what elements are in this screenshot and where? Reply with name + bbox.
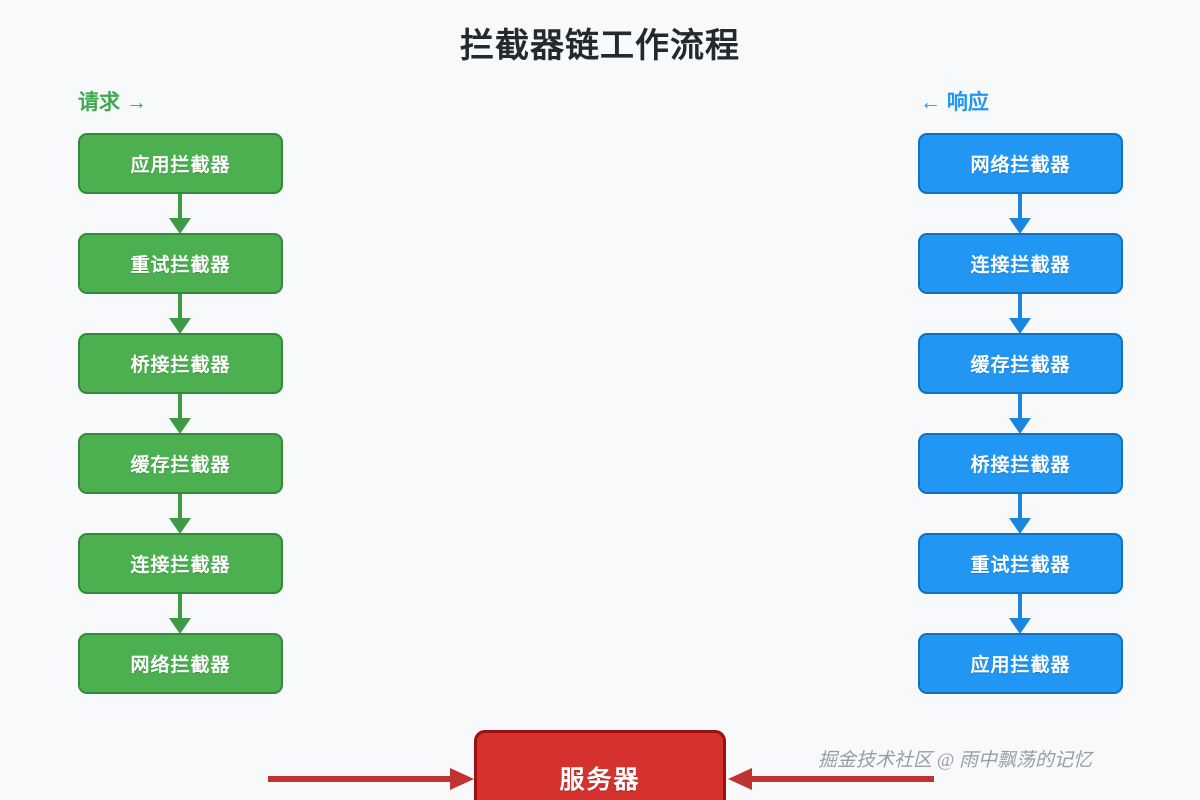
- arrow-head-down-icon: [1009, 518, 1031, 534]
- node-label: 应用拦截器: [130, 155, 231, 176]
- node-request-retry-interceptor[interactable]: 重试拦截器: [78, 233, 283, 294]
- node-request-cache-interceptor[interactable]: 缓存拦截器: [78, 433, 283, 494]
- arrow-request-to-server: [268, 768, 476, 790]
- arrow-stem: [1018, 494, 1022, 520]
- arrow-head-down-icon: [169, 318, 191, 334]
- arrow-down-response-0: [1007, 194, 1033, 234]
- arrow-head-right-icon: [450, 768, 474, 790]
- arrow-stem: [178, 194, 182, 220]
- response-direction-label: ← 响应: [920, 91, 989, 114]
- node-response-application-interceptor[interactable]: 应用拦截器: [918, 633, 1123, 694]
- arrow-down-request-1: [167, 294, 193, 334]
- node-label: 连接拦截器: [970, 255, 1071, 276]
- arrow-server-to-response: [726, 768, 934, 790]
- arrow-stem: [748, 776, 934, 782]
- node-label: 重试拦截器: [970, 555, 1071, 576]
- arrow-stem: [1018, 594, 1022, 620]
- arrow-down-response-2: [1007, 394, 1033, 434]
- arrow-head-down-icon: [169, 618, 191, 634]
- node-label: 桥接拦截器: [130, 355, 231, 376]
- node-server[interactable]: 服务器: [474, 730, 726, 800]
- arrow-down-request-3: [167, 494, 193, 534]
- arrow-head-down-icon: [1009, 218, 1031, 234]
- node-label: 网络拦截器: [130, 655, 231, 676]
- node-response-connect-interceptor[interactable]: 连接拦截器: [918, 233, 1123, 294]
- arrow-down-response-4: [1007, 594, 1033, 634]
- node-request-connect-interceptor[interactable]: 连接拦截器: [78, 533, 283, 594]
- node-label: 应用拦截器: [970, 655, 1071, 676]
- node-response-network-interceptor[interactable]: 网络拦截器: [918, 133, 1123, 194]
- node-request-bridge-interceptor[interactable]: 桥接拦截器: [78, 333, 283, 394]
- arrow-stem: [178, 594, 182, 620]
- arrow-stem: [1018, 394, 1022, 420]
- arrow-stem: [178, 294, 182, 320]
- node-response-bridge-interceptor[interactable]: 桥接拦截器: [918, 433, 1123, 494]
- arrow-down-request-4: [167, 594, 193, 634]
- watermark: 掘金技术社区 @ 雨中飘荡的记忆: [818, 750, 1092, 771]
- arrow-head-down-icon: [169, 518, 191, 534]
- node-label: 重试拦截器: [130, 255, 231, 276]
- arrow-stem: [268, 776, 454, 782]
- arrow-head-down-icon: [169, 218, 191, 234]
- arrow-stem: [178, 394, 182, 420]
- request-direction-label: 请求 →: [78, 91, 147, 114]
- arrow-head-down-icon: [1009, 318, 1031, 334]
- node-label: 网络拦截器: [970, 155, 1071, 176]
- node-label: 缓存拦截器: [130, 455, 231, 476]
- page-title: 拦截器链工作流程: [460, 27, 740, 65]
- arrow-stem: [178, 494, 182, 520]
- node-label: 缓存拦截器: [970, 355, 1071, 376]
- arrow-head-down-icon: [169, 418, 191, 434]
- node-label: 连接拦截器: [130, 555, 231, 576]
- arrow-down-request-2: [167, 394, 193, 434]
- node-label: 桥接拦截器: [970, 455, 1071, 476]
- arrow-down-response-3: [1007, 494, 1033, 534]
- arrow-down-request-0: [167, 194, 193, 234]
- node-response-cache-interceptor[interactable]: 缓存拦截器: [918, 333, 1123, 394]
- arrow-stem: [1018, 194, 1022, 220]
- arrow-head-left-icon: [728, 768, 752, 790]
- node-response-retry-interceptor[interactable]: 重试拦截器: [918, 533, 1123, 594]
- node-label: 服务器: [559, 766, 641, 794]
- node-request-application-interceptor[interactable]: 应用拦截器: [78, 133, 283, 194]
- arrow-head-down-icon: [1009, 618, 1031, 634]
- arrow-stem: [1018, 294, 1022, 320]
- arrow-head-down-icon: [1009, 418, 1031, 434]
- node-request-network-interceptor[interactable]: 网络拦截器: [78, 633, 283, 694]
- arrow-down-response-1: [1007, 294, 1033, 334]
